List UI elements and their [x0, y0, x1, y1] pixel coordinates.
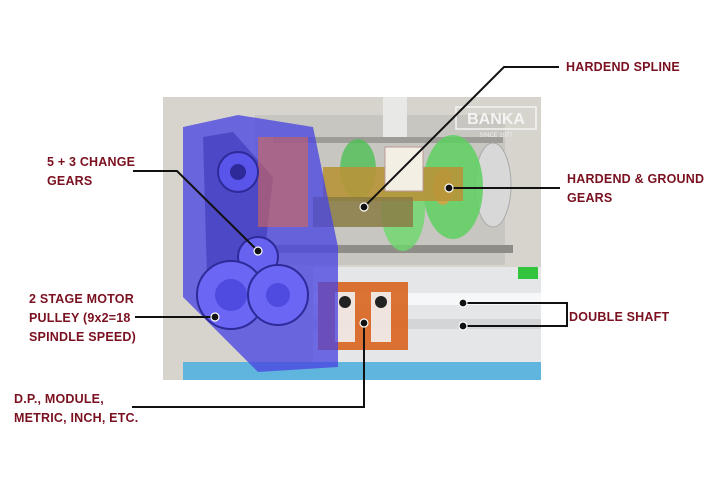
- label-motor-pulley: 2 STAGE MOTOR PULLEY (9x2=18 SPINDLE SPE…: [29, 292, 136, 344]
- label-change-gears: 5 + 3 CHANGE GEARS: [47, 155, 136, 188]
- brand-logo-icon: BANKA SINCE 1977: [455, 106, 537, 139]
- label-hardened-spline: HARDEND SPLINE: [566, 60, 680, 74]
- leader-line-hardened-spline: [363, 66, 559, 208]
- switch-box: [518, 267, 538, 279]
- label-dp-module: D.P., MODULE, METRIC, INCH, ETC.: [14, 392, 139, 425]
- pointer-dot-icon: [253, 246, 263, 256]
- belt-guard: [183, 115, 338, 372]
- pointer-dot-icon: [210, 312, 220, 322]
- pointer-dot-icon: [458, 298, 468, 308]
- pointer-dot-icon: [359, 318, 369, 328]
- leader-line-dp-module: [132, 323, 365, 408]
- pointer-dot-icon: [444, 183, 454, 193]
- brand-logo-text: BANKA: [467, 111, 525, 128]
- top-column: [383, 97, 407, 137]
- pointer-dot-icon: [359, 202, 369, 212]
- label-hardened-ground-gears: HARDEND & GROUND GEARS: [567, 172, 705, 205]
- leader-line-change-gears: [133, 170, 259, 252]
- pointer-dot-icon: [458, 321, 468, 331]
- brand-tagline: SINCE 1977: [479, 133, 513, 139]
- label-double-shaft: DOUBLE SHAFT: [569, 310, 670, 324]
- machine-photo: BANKA SINCE 1977: [163, 97, 541, 380]
- leader-line-double-shaft: [463, 302, 568, 327]
